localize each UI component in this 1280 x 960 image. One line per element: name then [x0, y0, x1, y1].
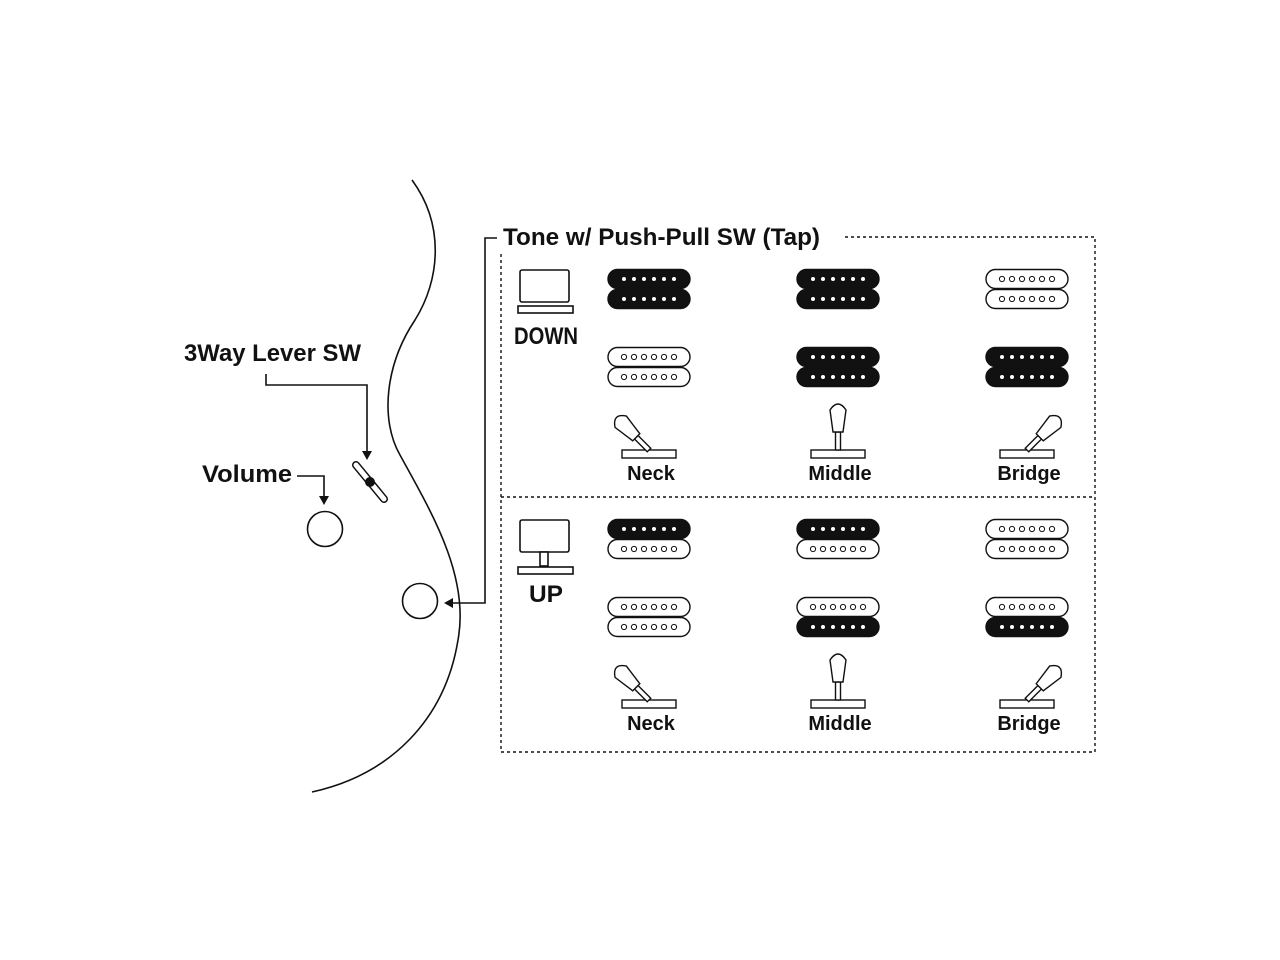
pickup-bridge-down-bridge: [985, 346, 1069, 388]
pickup-bridge-up-bridge: [985, 596, 1069, 638]
pickup-coil-top: [796, 346, 880, 368]
guitar-body-outline: [311, 179, 461, 793]
volume-label: Volume: [202, 461, 292, 488]
pickup-coil-bottom: [607, 366, 691, 388]
lever-switch-label: 3Way Lever SW: [184, 340, 361, 367]
position-label: Neck: [627, 713, 676, 735]
pickup-bridge-up-middle: [796, 596, 880, 638]
pickup-neck-down-bridge: [985, 268, 1069, 310]
pickup-coil-top: [985, 346, 1069, 368]
lever-switch-icon[interactable]: [352, 461, 388, 503]
tone-leader: [452, 237, 497, 604]
pickup-coil-top: [796, 596, 880, 618]
pickup-coil-bottom: [796, 616, 880, 638]
selector-down-bridge-icon: [999, 414, 1063, 459]
position-label: Bridge: [997, 463, 1060, 485]
pickup-coil-top: [796, 268, 880, 290]
lever-switch-leader: [265, 374, 368, 453]
volume-leader: [297, 475, 325, 498]
pickup-coil-top: [985, 518, 1069, 540]
selector-down-middle-icon: [810, 403, 866, 459]
pickup-coil-top: [607, 346, 691, 368]
pickup-coil-top: [607, 518, 691, 540]
pickup-coil-top: [985, 268, 1069, 290]
volume-knob[interactable]: [306, 510, 344, 548]
selector-down-neck-icon: [613, 414, 677, 459]
pickup-coil-bottom: [796, 366, 880, 388]
pickup-coil-bottom: [985, 288, 1069, 310]
lever-switch-arrowhead: [362, 451, 372, 460]
pickup-coil-top: [985, 596, 1069, 618]
volume-arrowhead: [319, 496, 329, 505]
tone-switch-label: Tone w/ Push-Pull SW (Tap): [503, 224, 820, 251]
pickup-bridge-down-neck: [607, 346, 691, 388]
position-label: Bridge: [997, 713, 1060, 735]
position-label: Middle: [808, 463, 871, 485]
pickup-coil-bottom: [607, 538, 691, 560]
pickup-neck-down-neck: [607, 268, 691, 310]
pickup-coil-bottom: [985, 366, 1069, 388]
pickup-neck-up-bridge: [985, 518, 1069, 560]
tone-knob[interactable]: [401, 582, 439, 620]
pickup-neck-up-middle: [796, 518, 880, 560]
selector-up-bridge-icon: [999, 664, 1063, 709]
pickup-neck-up-neck: [607, 518, 691, 560]
tone-arrowhead: [444, 598, 453, 608]
pickup-coil-bottom: [796, 538, 880, 560]
pickup-coil-bottom: [985, 616, 1069, 638]
state-label-up: UP: [529, 581, 563, 608]
position-label: Neck: [627, 463, 676, 485]
pickup-coil-bottom: [985, 538, 1069, 560]
pickup-bridge-up-neck: [607, 596, 691, 638]
pickup-coil-top: [607, 596, 691, 618]
tap-table-frame: [500, 236, 1096, 753]
pickup-bridge-down-middle: [796, 346, 880, 388]
push-pull-down-icon: [517, 269, 574, 314]
pickup-neck-down-middle: [796, 268, 880, 310]
pickup-coil-top: [607, 268, 691, 290]
pickup-coil-top: [796, 518, 880, 540]
selector-up-neck-icon: [613, 664, 677, 709]
state-label-down: DOWN: [514, 323, 578, 350]
pickup-coil-bottom: [796, 288, 880, 310]
selector-up-middle-icon: [810, 653, 866, 709]
push-pull-up-icon: [517, 519, 574, 575]
pickup-coil-bottom: [607, 616, 691, 638]
position-label: Middle: [808, 713, 871, 735]
pickup-coil-bottom: [607, 288, 691, 310]
